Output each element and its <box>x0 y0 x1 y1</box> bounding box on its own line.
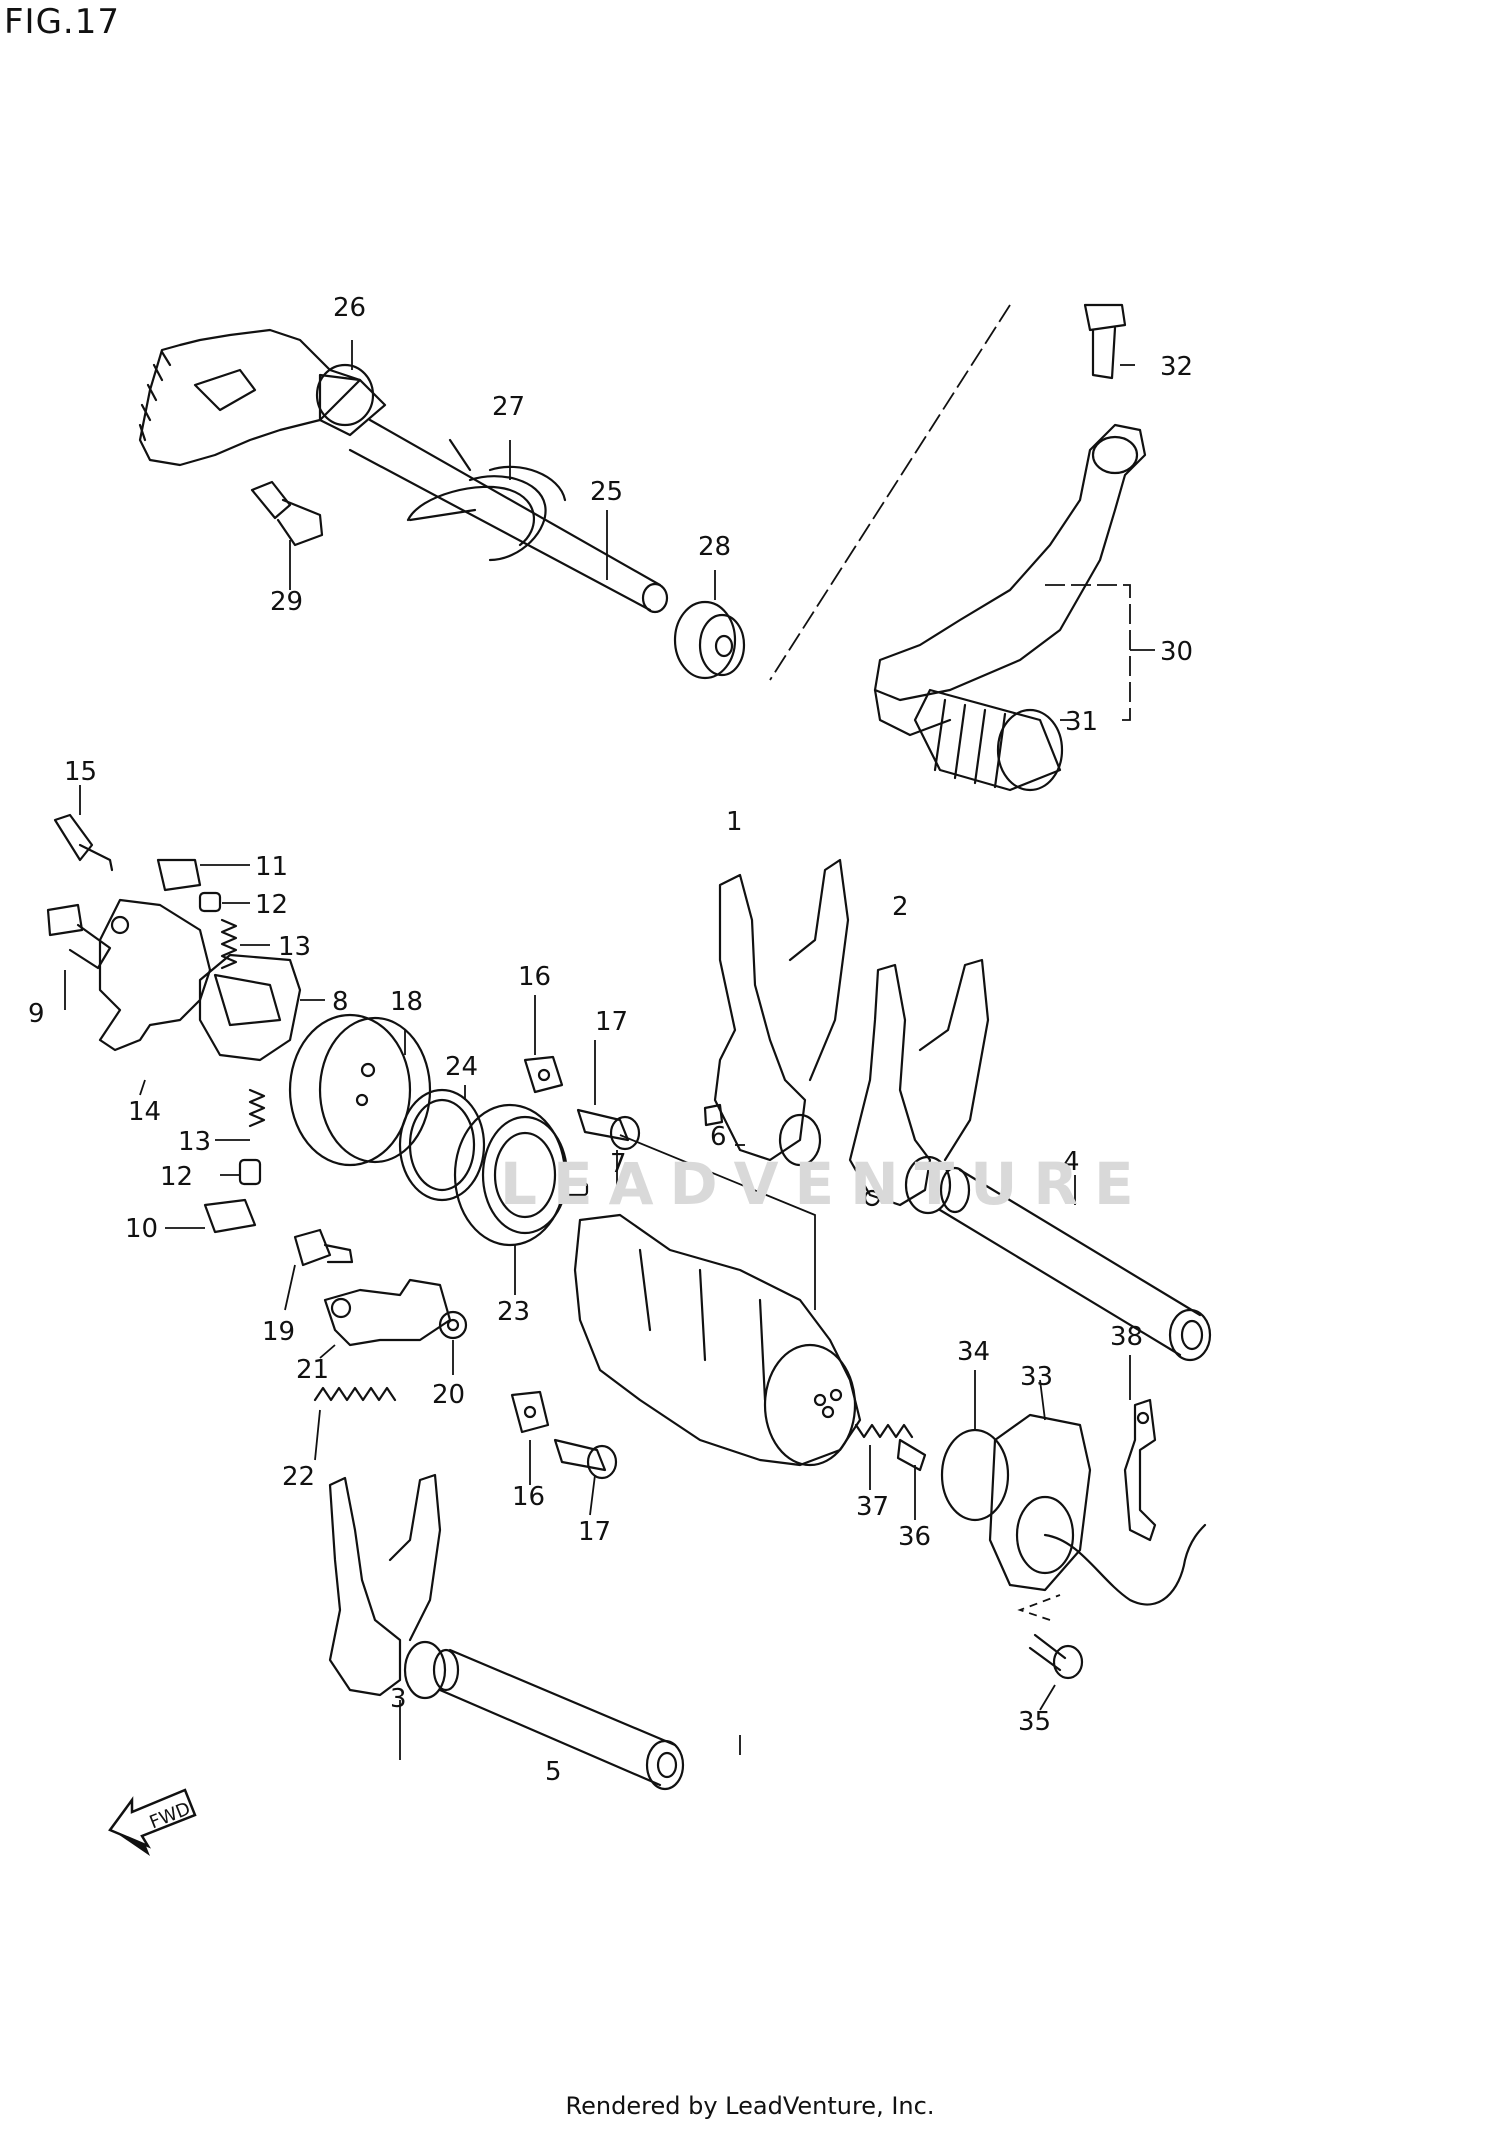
callout-10: 10 <box>125 1214 158 1244</box>
callout-16a: 16 <box>518 962 551 992</box>
part-31-footrest-rubber <box>913 688 1064 792</box>
part-20-washer <box>438 1310 468 1340</box>
leader-30-31 <box>769 304 1131 721</box>
callout-11: 11 <box>255 852 288 882</box>
part-22-spring <box>313 1386 397 1402</box>
callout-12b: 12 <box>160 1162 193 1192</box>
callout-20: 20 <box>432 1380 465 1410</box>
part-13-spring-lower <box>248 1088 266 1128</box>
callout-17b: 17 <box>578 1517 611 1547</box>
part-16-plate-lower <box>510 1390 550 1434</box>
callout-31: 31 <box>1065 707 1098 737</box>
footer-credit: Rendered by LeadVenture, Inc. <box>565 2092 935 2120</box>
part-34-o-ring <box>940 1428 1010 1522</box>
part-13-spring-upper <box>220 918 238 970</box>
part-7-pin <box>563 1181 589 1197</box>
part-21-stopper-lever <box>323 1278 452 1347</box>
part-29-stopper-bolt <box>250 480 324 547</box>
callout-36: 36 <box>898 1522 931 1552</box>
callout-12a: 12 <box>255 890 288 920</box>
part-32-bolt <box>1083 303 1127 380</box>
callout-13b: 13 <box>178 1127 211 1157</box>
part-33-gear-position-switch <box>988 1413 1207 1606</box>
part-23-bearing <box>453 1103 569 1247</box>
callout-34: 34 <box>957 1337 990 1367</box>
part-12-pawl-lower <box>238 1158 262 1186</box>
callout-6: 6 <box>710 1122 727 1152</box>
callout-26: 26 <box>333 293 366 323</box>
part-24-circlip <box>398 1088 486 1202</box>
part-25-gearshift-shaft <box>348 418 669 614</box>
part-35-screw <box>1028 1633 1084 1680</box>
part-10-pawl-plate <box>203 1198 257 1234</box>
callout-25: 25 <box>590 477 623 507</box>
callout-3: 3 <box>390 1684 407 1714</box>
callout-22: 22 <box>282 1462 315 1492</box>
callout-17a: 17 <box>595 1007 628 1037</box>
callout-4: 4 <box>1063 1147 1080 1177</box>
part-16-plate-upper <box>523 1055 564 1094</box>
callout-leaders <box>64 340 1155 1760</box>
callout-18: 18 <box>390 987 423 1017</box>
callout-1: 1 <box>726 807 743 837</box>
callout-9: 9 <box>28 999 45 1029</box>
callout-2: 2 <box>892 892 909 922</box>
part-28-oil-seal <box>673 600 746 680</box>
callout-35: 35 <box>1018 1707 1051 1737</box>
part-6-gearshift-cam <box>573 1213 862 1467</box>
part-5-shift-fork-shaft <box>432 1648 685 1791</box>
part-9-bolt <box>46 903 112 970</box>
part-38-wire-clamp <box>1123 1398 1157 1542</box>
fwd-arrow-icon: FWD <box>108 1788 197 1856</box>
callout-30: 30 <box>1160 637 1193 667</box>
part-15-screw <box>53 813 114 872</box>
part-11-pawl-plate <box>156 858 202 892</box>
callout-23: 23 <box>497 1297 530 1327</box>
callout-37: 37 <box>856 1492 889 1522</box>
callout-33: 33 <box>1020 1362 1053 1392</box>
part-26-gearshift-arm <box>138 328 387 467</box>
part-17-screw-upper <box>576 1108 641 1151</box>
part-27-return-spring <box>406 438 567 562</box>
callout-5: 5 <box>545 1757 562 1787</box>
callout-24: 24 <box>445 1052 478 1082</box>
callout-labels: 26 27 25 28 29 32 30 31 15 11 12 13 9 8 … <box>28 293 1193 1787</box>
part-19-bolt <box>293 1228 354 1267</box>
callout-13a: 13 <box>278 932 311 962</box>
part-8-cam-driven-gear <box>198 953 302 1062</box>
callout-27: 27 <box>492 392 525 422</box>
callout-21: 21 <box>296 1355 329 1385</box>
leader-35-33 <box>1017 1594 1061 1621</box>
callout-14: 14 <box>128 1097 161 1127</box>
watermark: LEADVENTURE <box>500 1150 1150 1218</box>
part-14-stopper-arm <box>98 898 212 1052</box>
callout-7: 7 <box>610 1149 627 1179</box>
part-17-screw-lower <box>553 1438 618 1480</box>
part-37-spring <box>854 1423 914 1439</box>
callout-28: 28 <box>698 532 731 562</box>
part-3-shift-fork <box>328 1473 447 1700</box>
callout-29: 29 <box>270 587 303 617</box>
callout-8: 8 <box>332 987 349 1017</box>
part-30-gearshift-lever <box>873 423 1147 737</box>
callout-19: 19 <box>262 1317 295 1347</box>
part-2-shift-fork <box>848 958 990 1215</box>
part-18-gear-shift-cam-driven <box>288 1013 432 1167</box>
part-36-contact-pin <box>896 1438 927 1472</box>
callout-16b: 16 <box>512 1482 545 1512</box>
callout-38: 38 <box>1110 1322 1143 1352</box>
callout-32: 32 <box>1160 352 1193 382</box>
callout-15: 15 <box>64 757 97 787</box>
part-4-shift-fork-shaft <box>938 1166 1212 1362</box>
part-12-pawl-upper <box>198 891 222 913</box>
figure-title: FIG.17 <box>4 2 121 42</box>
part-1-shift-fork <box>703 858 850 1167</box>
